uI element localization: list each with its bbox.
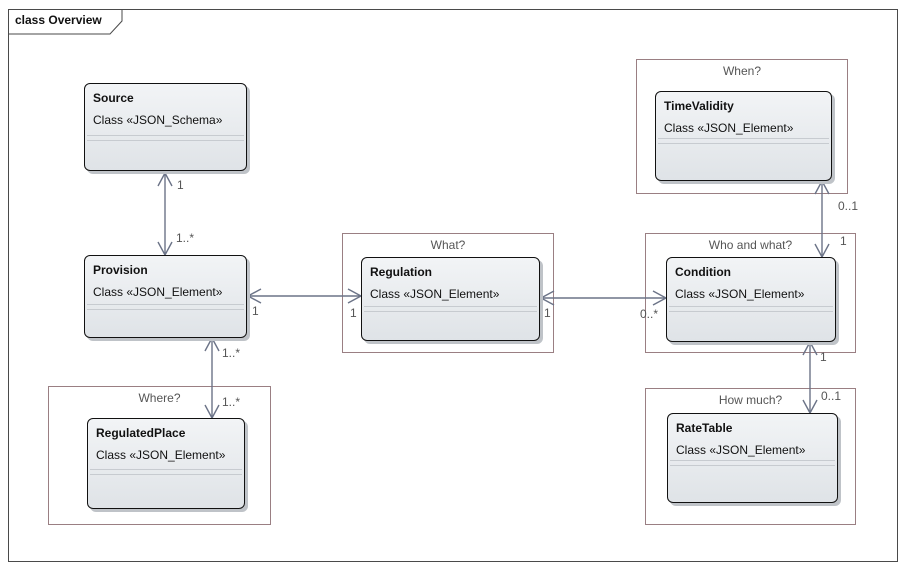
class-time-validity-stereotype: Class «JSON_Element» xyxy=(664,121,794,135)
class-regulated-place-separator xyxy=(90,469,242,470)
class-condition-stereotype: Class «JSON_Element» xyxy=(675,287,805,301)
class-source[interactable]: Source Class «JSON_Schema» xyxy=(84,83,247,171)
class-regulation-name: Regulation xyxy=(370,265,432,279)
class-time-validity-separator xyxy=(658,138,829,139)
class-source-name: Source xyxy=(93,91,134,105)
class-rate-table-separator xyxy=(670,460,835,461)
class-regulation[interactable]: Regulation Class «JSON_Element» xyxy=(361,257,540,341)
class-condition-separator xyxy=(669,306,833,307)
mult-provision-place-provision: 1..* xyxy=(222,346,241,360)
class-provision-separator xyxy=(87,309,244,310)
class-time-validity-name: TimeValidity xyxy=(664,99,734,113)
class-regulated-place[interactable]: RegulatedPlace Class «JSON_Element» xyxy=(87,418,245,509)
class-provision[interactable]: Provision Class «JSON_Element» xyxy=(84,255,247,338)
class-regulated-place-name: RegulatedPlace xyxy=(96,426,186,440)
class-rate-table-stereotype: Class «JSON_Element» xyxy=(676,443,806,457)
frame-title: class Overview xyxy=(15,13,102,27)
mult-condition-ratetable-ratetable: 0..1 xyxy=(821,389,842,403)
boundary-when-label: When? xyxy=(722,64,762,78)
class-condition-separator xyxy=(669,311,833,312)
mult-provision-place-place: 1..* xyxy=(222,395,241,409)
class-regulation-separator xyxy=(364,306,537,307)
mult-provision-regulation-regulation: 1 xyxy=(350,306,357,320)
boundary-where-label: Where? xyxy=(138,391,181,405)
mult-source-provision-source: 1 xyxy=(177,178,184,192)
class-provision-separator xyxy=(87,304,244,305)
class-source-separator xyxy=(87,135,244,136)
arrow-head-regulation-right xyxy=(539,290,555,306)
mult-regulation-condition-regulation: 1 xyxy=(544,306,551,320)
class-regulation-separator xyxy=(364,311,537,312)
arrow-head-provision-right xyxy=(246,288,262,304)
frame-title-tab xyxy=(8,9,123,35)
arrow-head-source xyxy=(157,171,173,187)
boundary-what-label: What? xyxy=(430,238,466,252)
mult-timevalidity-condition-condition: 1 xyxy=(840,234,847,248)
class-regulated-place-stereotype: Class «JSON_Element» xyxy=(96,448,226,462)
mult-provision-regulation-provision: 1 xyxy=(252,304,259,318)
boundary-how-much-label: How much? xyxy=(718,393,783,407)
class-condition-name: Condition xyxy=(675,265,731,279)
class-provision-name: Provision xyxy=(93,263,148,277)
class-regulation-stereotype: Class «JSON_Element» xyxy=(370,287,500,301)
class-provision-stereotype: Class «JSON_Element» xyxy=(93,285,223,299)
mult-source-provision-provision: 1..* xyxy=(176,231,195,245)
mult-condition-ratetable-condition: 1 xyxy=(820,350,827,364)
mult-timevalidity-condition-timevalidity: 0..1 xyxy=(838,199,859,213)
boundary-who-and-what-label: Who and what? xyxy=(708,238,793,252)
class-time-validity[interactable]: TimeValidity Class «JSON_Element» xyxy=(655,91,832,181)
class-rate-table[interactable]: RateTable Class «JSON_Element» xyxy=(667,413,838,503)
class-source-stereotype: Class «JSON_Schema» xyxy=(93,113,223,127)
class-condition[interactable]: Condition Class «JSON_Element» xyxy=(666,257,836,342)
arrow-head-timevalidity xyxy=(814,179,830,195)
class-time-validity-separator xyxy=(658,143,829,144)
arrow-head-provision-bottom xyxy=(204,336,220,352)
class-source-separator xyxy=(87,140,244,141)
class-regulated-place-separator xyxy=(90,474,242,475)
arrow-head-condition-bottom xyxy=(802,340,818,356)
mult-regulation-condition-condition: 0..* xyxy=(640,307,659,321)
class-rate-table-separator xyxy=(670,465,835,466)
class-rate-table-name: RateTable xyxy=(676,421,733,435)
